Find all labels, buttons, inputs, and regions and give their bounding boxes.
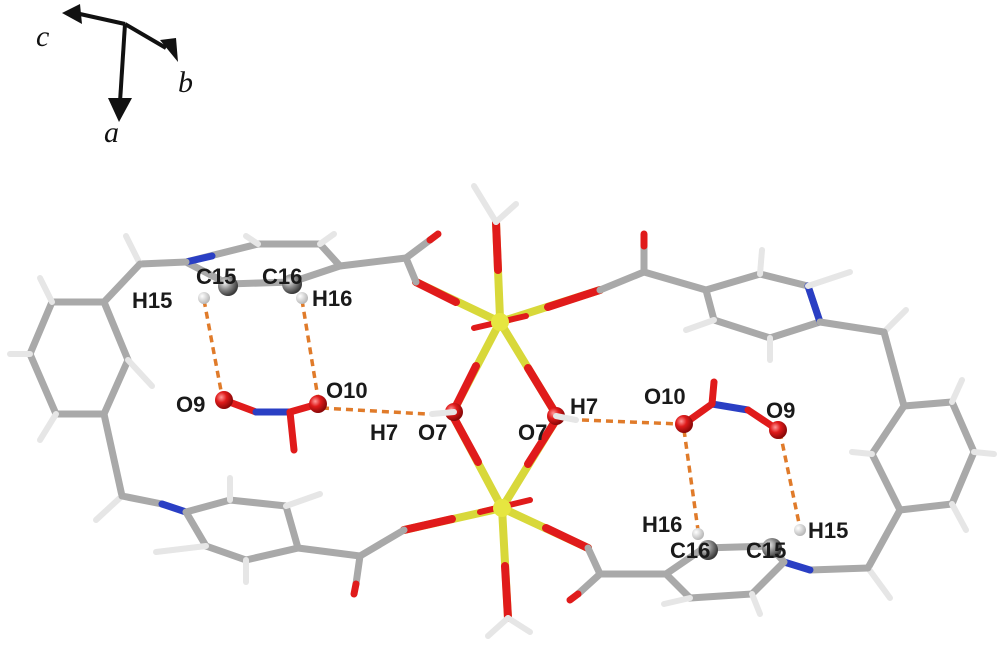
axis-b-line xyxy=(123,22,168,50)
metal-atom-lower xyxy=(493,499,511,517)
metal-atom-upper xyxy=(491,313,509,331)
label-c16-right: C16 xyxy=(670,538,710,563)
atom-labels: C15 C16 H15 H16 O9 O10 H7 O7 O7 H7 O10 O… xyxy=(132,264,848,563)
hbond-h7-o10-right xyxy=(581,418,681,426)
label-h15-right: H15 xyxy=(808,518,848,543)
label-h16-left: H16 xyxy=(312,286,352,311)
label-o7-left: O7 xyxy=(418,420,447,445)
carbon-atom-c16-left xyxy=(282,274,302,294)
oxygen-atom-o10-left xyxy=(309,395,327,413)
ligand-left xyxy=(7,230,442,598)
label-h15-left: H15 xyxy=(132,288,172,313)
label-h16-right: H16 xyxy=(642,512,682,537)
hydrogen-atom-h15-right xyxy=(794,524,806,536)
label-c15-left: C15 xyxy=(196,264,236,289)
carbon-atom-c15-left xyxy=(218,276,238,296)
axis-c-line xyxy=(79,12,126,26)
carbon-atom-c15-right xyxy=(762,538,782,558)
axis-a-line xyxy=(118,23,127,103)
hbond-h15-o9-left xyxy=(202,299,224,397)
hbond-h15-o9-right xyxy=(778,431,802,529)
axis-a-arrow xyxy=(108,98,132,122)
axis-c-label: c xyxy=(36,20,49,53)
oxygen-atom-o9-left xyxy=(215,391,233,409)
hydrogen-bonds xyxy=(202,299,802,531)
axis-indicator: c b a xyxy=(36,4,193,149)
label-h7-right: H7 xyxy=(570,394,598,419)
metal-core xyxy=(400,183,604,639)
hydrogen-atom-h16-left xyxy=(296,292,308,304)
label-o9-right: O9 xyxy=(766,398,795,423)
label-c16-left: C16 xyxy=(262,264,302,289)
hydrogen-atom-h15-left xyxy=(198,292,210,304)
hbond-h7-o10-left xyxy=(321,406,427,416)
hbond-h16-o10-left xyxy=(300,299,320,399)
label-o9-left: O9 xyxy=(176,392,205,417)
axis-b-label: b xyxy=(178,66,193,99)
label-o10-left: O10 xyxy=(326,378,368,403)
oxygen-atom-o10-right xyxy=(675,415,693,433)
axis-a-label: a xyxy=(104,116,119,149)
hydrogen-atom-h16-right xyxy=(692,528,704,540)
label-h7-left: H7 xyxy=(370,420,398,445)
axis-b-arrow xyxy=(160,38,178,62)
oxygen-atom-o9-right xyxy=(769,421,787,439)
label-o7-right: O7 xyxy=(518,420,547,445)
axis-c-arrow xyxy=(62,4,82,24)
label-c15-right: C15 xyxy=(746,538,786,563)
hbond-h16-o10-right xyxy=(682,429,700,531)
carbon-atom-c16-right xyxy=(698,540,718,560)
label-o10-right: O10 xyxy=(644,384,686,409)
ligand-right xyxy=(566,230,997,617)
